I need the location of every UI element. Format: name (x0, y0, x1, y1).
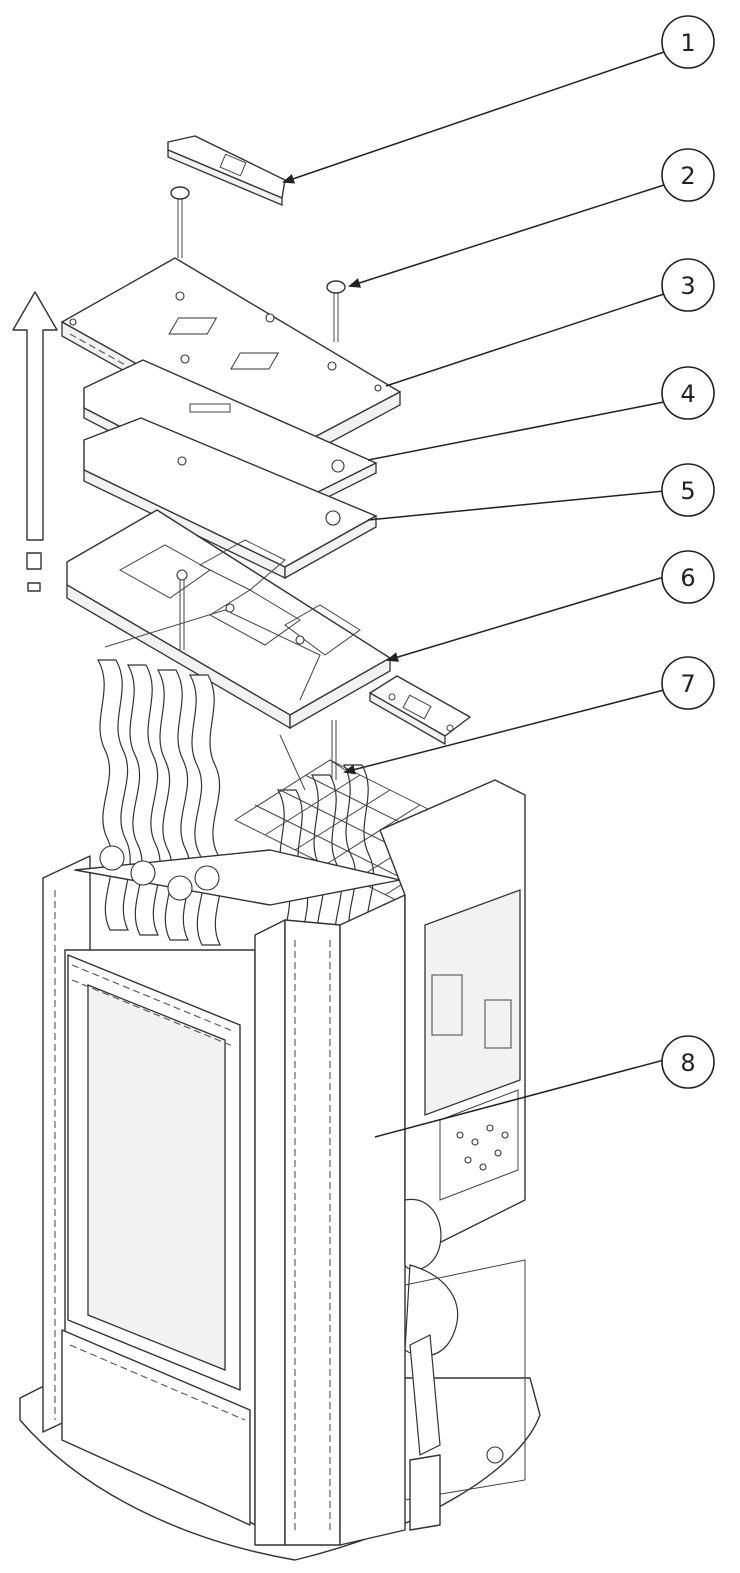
svg-text:4: 4 (680, 380, 695, 408)
callout-7: 7 (661, 656, 715, 710)
svg-text:5: 5 (680, 477, 695, 505)
callout-3: 3 (661, 258, 715, 312)
control-panel (369, 675, 471, 746)
svg-text:6: 6 (680, 564, 695, 592)
leader-7 (343, 689, 665, 775)
lift-direction-arrow (12, 291, 58, 592)
svg-text:7: 7 (680, 670, 695, 698)
callout-2: 2 (661, 148, 715, 202)
leader-lines (282, 51, 665, 1138)
svg-text:8: 8 (680, 1049, 695, 1077)
svg-text:3: 3 (680, 272, 695, 300)
svg-text:1: 1 (680, 29, 695, 57)
callout-1: 1 (661, 15, 715, 69)
leader-5 (367, 490, 665, 521)
leader-3 (385, 293, 665, 387)
part-2-screws (170, 186, 346, 342)
leader-6 (386, 576, 665, 662)
svg-text:2: 2 (680, 162, 695, 190)
callouts: 1 2 3 4 5 6 7 8 (661, 15, 715, 1089)
callout-5: 5 (661, 463, 715, 517)
part-8-stove-body (19, 779, 541, 1561)
leader-2 (348, 184, 665, 288)
callout-6: 6 (661, 550, 715, 604)
part-6-frame (66, 509, 391, 780)
callout-4: 4 (661, 366, 715, 420)
leader-4 (367, 401, 665, 461)
part-5-lower-plate (83, 417, 377, 580)
leader-8 (374, 1059, 665, 1138)
callout-8: 8 (661, 1035, 715, 1089)
part-1-top-cover (167, 135, 286, 206)
leader-1 (282, 51, 665, 184)
